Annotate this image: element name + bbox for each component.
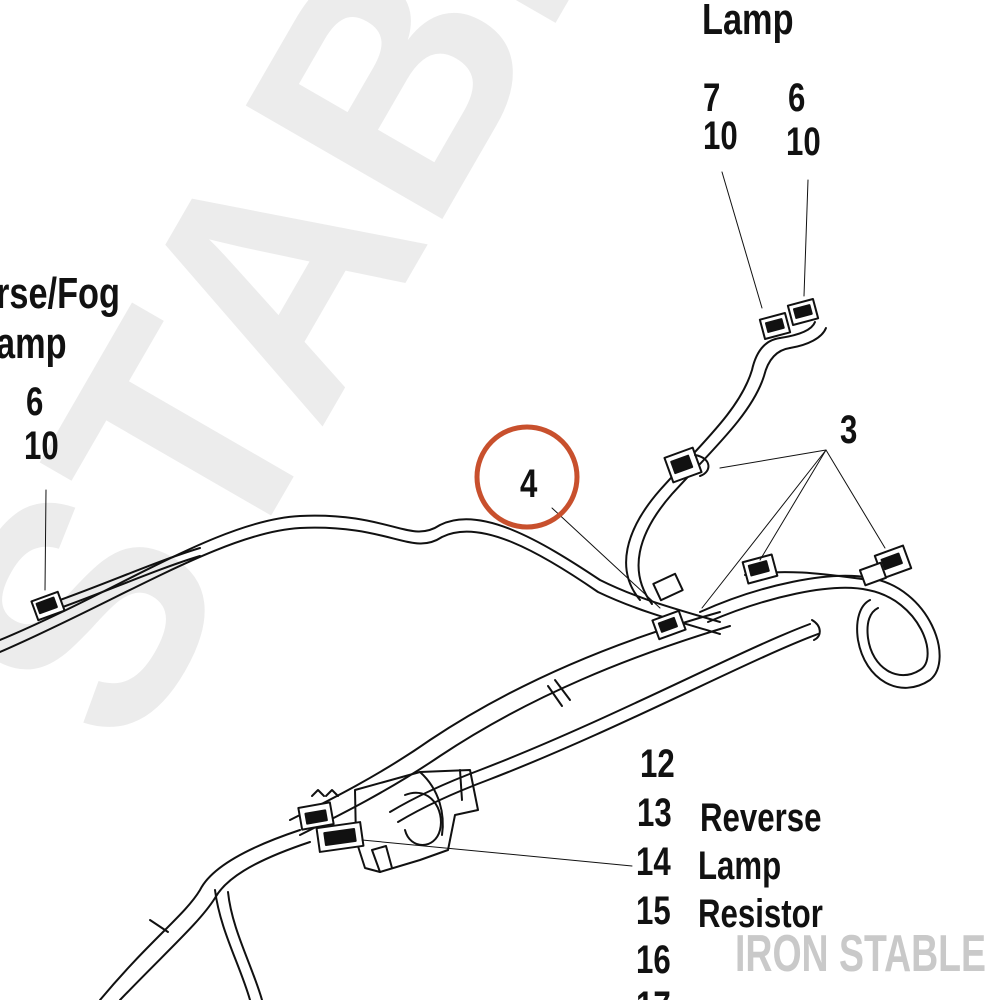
junction-connectors: [651, 572, 687, 641]
label-resistor: Resistor: [698, 892, 823, 936]
harness-lower-branches: [99, 829, 311, 1000]
label-fog-6: 6: [26, 380, 44, 424]
label-lamp-top: Lamp: [702, 0, 794, 44]
label-reverse: Reverse: [700, 796, 822, 840]
leader-reverse-lamp: [361, 839, 633, 867]
fog-lamp-connector: [30, 590, 66, 622]
label-fog-10: 10: [24, 424, 59, 468]
label-conn-7: 7: [703, 76, 721, 120]
label-conn-6: 6: [788, 76, 806, 120]
label-fog-line2: amp: [0, 319, 67, 368]
list-item-12: 12: [640, 742, 675, 786]
callout-4: 4: [520, 462, 538, 506]
list-item-17: 17: [636, 986, 671, 1000]
list-item-16: 16: [636, 938, 671, 982]
label-conn-7-10: 10: [703, 114, 738, 158]
right-connectors: [741, 544, 913, 587]
harness-upper-branch: [625, 321, 827, 605]
label-lamp: Lamp: [698, 844, 782, 888]
label-fog-line1: rse/Fog: [0, 269, 120, 318]
mid-connector-clip: [663, 446, 710, 484]
callout-3: 3: [840, 408, 858, 452]
highlight-circle: [474, 424, 580, 530]
corner-watermark: IRON STABLE: [735, 925, 986, 983]
list-item-13: 13: [637, 791, 672, 835]
list-item-15: 15: [636, 889, 671, 933]
resistor-bracket: [354, 769, 479, 873]
top-lamp-connectors: [758, 297, 820, 341]
leader-lines: [44, 171, 886, 609]
list-item-14: 14: [636, 840, 671, 884]
label-conn-6-10: 10: [786, 120, 821, 164]
harness-left-branch: [0, 514, 721, 653]
reverse-lamp-connectors: [297, 789, 365, 853]
